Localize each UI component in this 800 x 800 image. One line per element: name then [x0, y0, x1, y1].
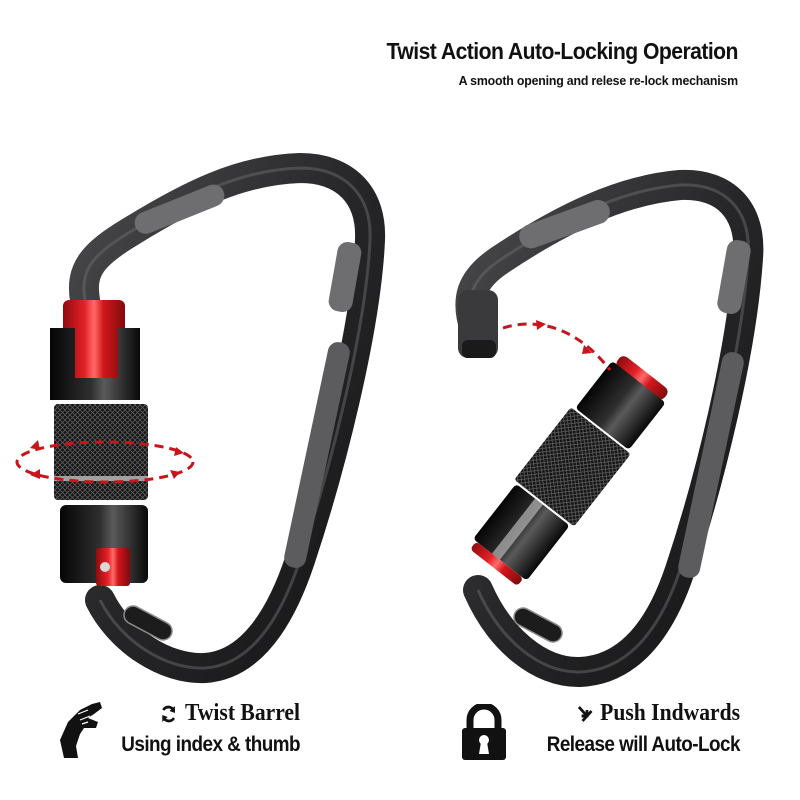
caption-twist: Twist Barrel Using index & thumb [58, 700, 301, 764]
rotate-indicator-arrows [15, 440, 195, 484]
headline: Twist Action Auto-Locking Operation A sm… [356, 38, 739, 88]
detail-label: Release will Auto-Lock [546, 733, 741, 756]
gate-red-cap [63, 300, 125, 380]
detail-label: Using index & thumb [121, 733, 301, 756]
rotate-arrows-icon [162, 705, 176, 722]
page-subtitle: A smooth opening and relese re-lock mech… [458, 73, 738, 88]
carabiner-open [455, 169, 764, 687]
action-label: Push Indwards [600, 700, 740, 726]
page-title: Twist Action Auto-Locking Operation [386, 38, 739, 64]
push-indicator-arrow [502, 322, 612, 371]
push-inward-arrow-icon [577, 705, 593, 722]
action-label: Twist Barrel [185, 700, 300, 726]
carabiner-locked [15, 153, 386, 684]
inlay [134, 184, 225, 234]
caption-push: Push Indwards Release will Auto-Lock [460, 700, 741, 764]
hand-pinch-icon [60, 702, 102, 758]
padlock-icon [462, 704, 506, 760]
knurled-barrel [54, 404, 148, 500]
